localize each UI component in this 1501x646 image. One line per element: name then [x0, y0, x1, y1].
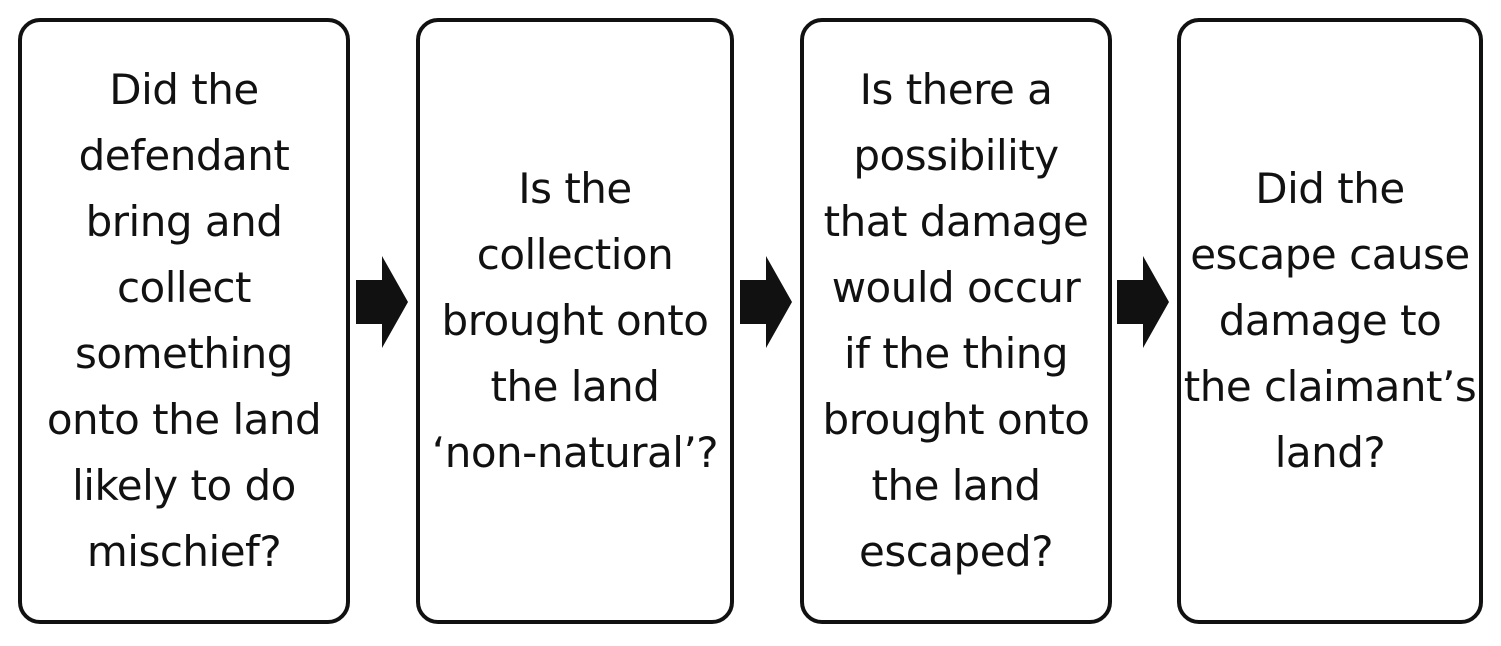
step-box-2: Is the collection brought onto the land …: [416, 18, 734, 624]
arrow-right-icon: [356, 256, 408, 348]
step-text-4: Did the escape cause damage to the claim…: [1183, 164, 1477, 477]
step-box-3: Is there a possibility that damage would…: [800, 18, 1112, 624]
step-text-3: Is there a possibility that damage would…: [822, 65, 1090, 576]
step-text-2: Is the collection brought onto the land …: [431, 164, 719, 477]
step-box-4: Did the escape cause damage to the claim…: [1177, 18, 1483, 624]
step-box-1: Did the defendant bring and collect some…: [18, 18, 350, 624]
arrow-right-icon: [1117, 256, 1169, 348]
step-text-1: Did the defendant bring and collect some…: [46, 65, 322, 576]
arrow-right-icon: [740, 256, 792, 348]
